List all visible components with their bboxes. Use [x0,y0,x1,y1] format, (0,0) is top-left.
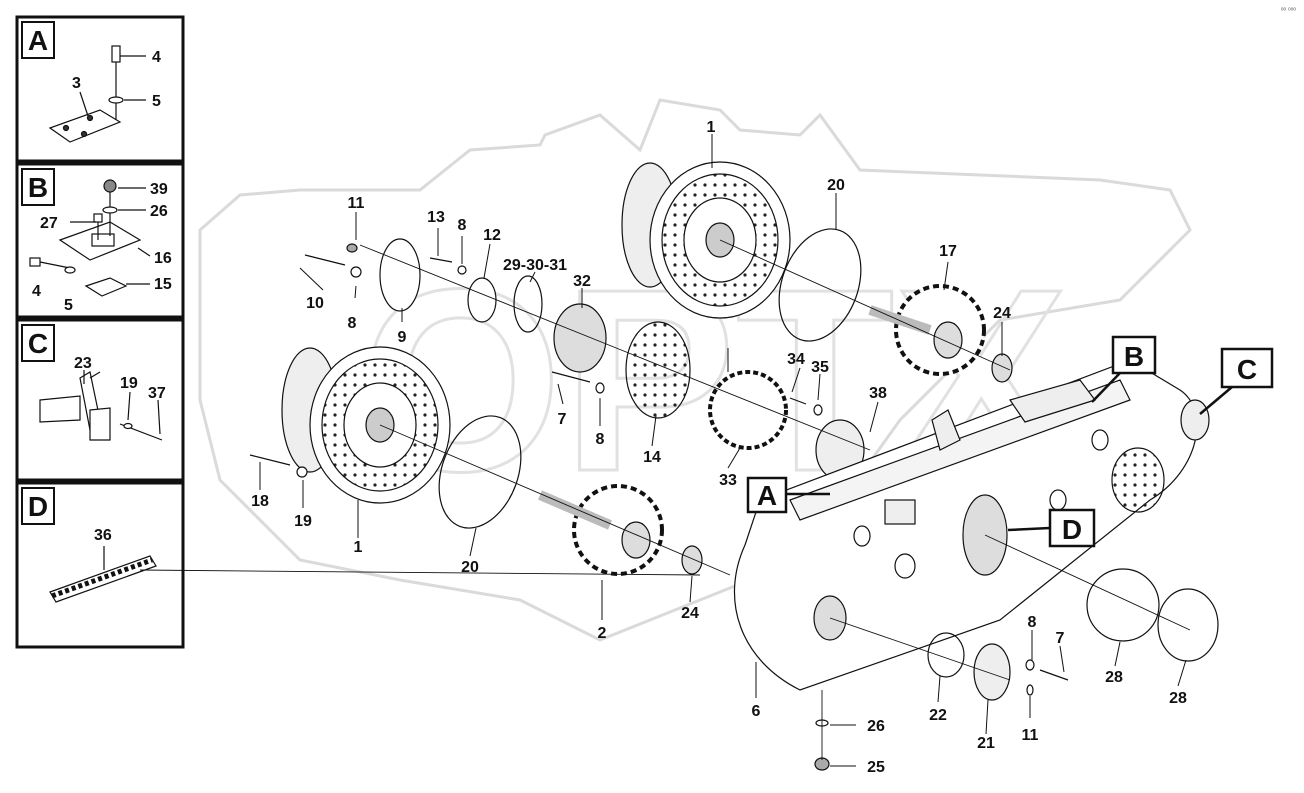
label-38: 38 [869,385,887,402]
callout-a: A [757,480,777,511]
label-1-upper: 1 [707,119,716,136]
label-32: 32 [573,273,591,290]
label-2: 2 [598,625,607,642]
gasket-28b [1157,588,1219,662]
view-callouts: A B C D [746,335,1274,548]
label-13: 13 [427,209,445,226]
label-26: 26 [867,718,885,735]
inset-b-drawing [29,179,151,297]
label-18: 18 [251,493,269,510]
chaincase-6 [733,359,1198,691]
inset-d-drawing [49,546,157,603]
label-6: 6 [752,703,761,720]
bearing-32 [553,303,607,373]
ring-29-31 [513,275,543,333]
label-24-lower: 24 [681,605,699,622]
cover-plate-3 [48,109,122,143]
sprocket-17 [868,284,986,376]
label-14: 14 [643,449,661,466]
label-22: 22 [929,707,947,724]
washer-5 [108,96,124,104]
label-20-upper: 20 [827,177,845,194]
label-8-middle: 8 [596,431,605,448]
inset-c-drawing [39,370,163,441]
inset-panels: A B C D 4 5 3 [15,15,185,649]
label-34: 34 [787,351,805,368]
lower-drive-motor [281,346,451,504]
label-7-lower: 7 [1056,630,1065,647]
label-20-lower: 20 [461,559,479,576]
label-8-left: 8 [348,315,357,332]
callout-d: D [1062,514,1082,545]
inset-d-part-36: 36 [94,527,112,544]
inset-b-part-27: 27 [40,215,58,232]
label-8-lower: 8 [1028,614,1037,631]
label-19: 19 [294,513,312,530]
label-12: 12 [483,227,501,244]
callout-b: B [1124,341,1144,372]
corner-mark: ᵒᵒ ᵒᵒᵒ [1281,7,1297,14]
label-24-upper: 24 [993,305,1011,322]
label-9: 9 [398,329,407,346]
part-labels: 1 1 2 6 7 7 8 8 8 8 9 10 11 11 12 13 14 … [251,119,1187,776]
sprocket-2 [538,484,664,576]
inset-b-part-26: 26 [150,203,168,220]
o-ring-20-upper [778,228,862,342]
inset-a-letter: A [28,25,48,56]
inset-c-letter: C [28,328,48,359]
inset-b-part-4: 4 [32,283,41,300]
gasket-28a [1086,568,1160,642]
callout-c: C [1237,354,1257,385]
label-11-bottom: 11 [1022,727,1039,744]
inset-a-part-5: 5 [152,93,161,110]
label-28-left: 28 [1105,669,1123,686]
inset-b-part-39: 39 [150,181,168,198]
bolt-4 [111,45,121,63]
label-10: 10 [306,295,324,312]
label-33: 33 [719,472,737,489]
inset-c-part-19: 19 [120,375,138,392]
double-sprocket-33 [708,370,788,450]
inset-b-letter: B [28,172,48,203]
label-28-right: 28 [1169,690,1187,707]
inset-c-part-23: 23 [74,355,92,372]
cover-21 [973,643,1011,701]
label-21: 21 [977,735,995,752]
label-35: 35 [811,359,829,376]
main-assembly [139,134,1219,771]
flange-12 [467,277,497,323]
label-7-middle: 7 [558,411,567,428]
gasket-22 [927,632,965,678]
label-29-30-31: 29-30-31 [503,257,567,274]
inset-b-part-5: 5 [64,297,73,314]
hub-14 [625,321,691,419]
label-25: 25 [867,759,885,776]
inset-c-part-37: 37 [148,385,166,402]
bearing-24-upper [991,353,1013,383]
inset-a-part-3: 3 [72,75,81,92]
bearing-24-lower [681,545,703,575]
label-8-top: 8 [458,217,467,234]
label-17: 17 [939,243,957,260]
inset-d-letter: D [28,491,48,522]
inset-a-drawing [48,45,146,143]
inset-b-part-15: 15 [154,276,172,293]
inset-b-part-16: 16 [154,250,172,267]
o-ring-20-lower [438,415,522,529]
inset-a-part-4: 4 [152,49,161,66]
label-1-lower: 1 [354,539,363,556]
label-11-top: 11 [348,195,365,212]
seal-9 [379,238,421,312]
